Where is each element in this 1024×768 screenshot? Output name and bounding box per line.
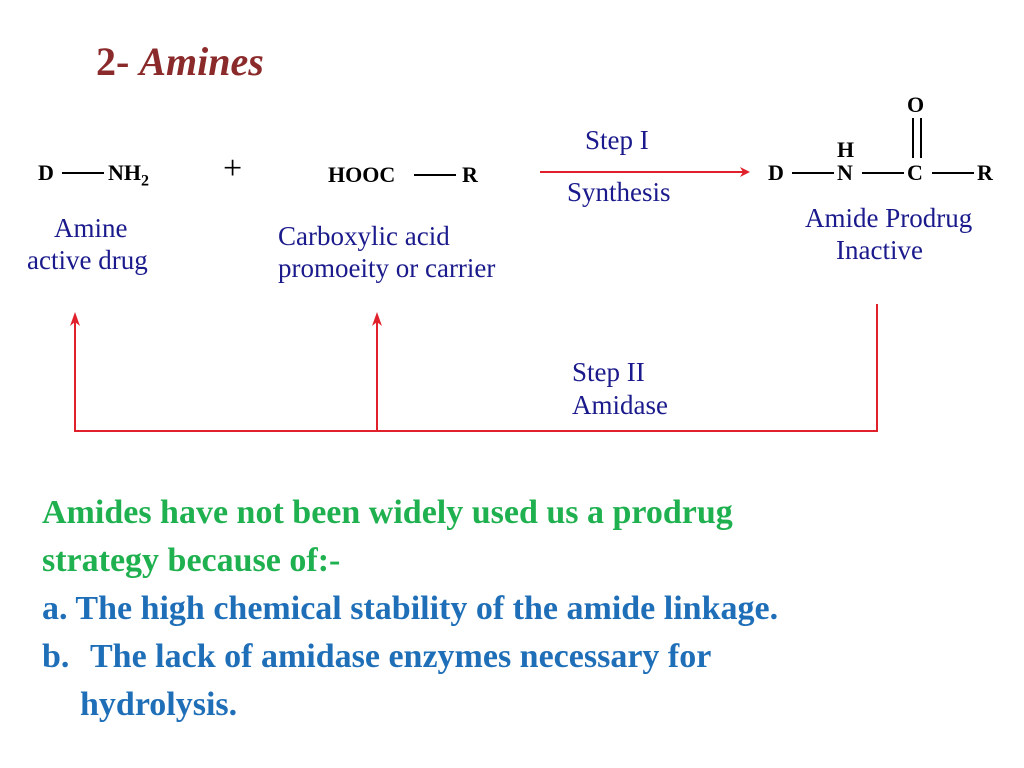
- acid-bond: [414, 174, 456, 176]
- acid-label-line2: promoeity or carrier: [278, 253, 496, 283]
- intro-line1: Amides have not been widely used us a pr…: [42, 494, 733, 531]
- amine-label-line1: Amine: [54, 213, 128, 243]
- list-item-b-text-line1: The lack of amidase enzymes necessary fo…: [90, 638, 712, 675]
- acid-label-line1: Carboxylic acid: [278, 221, 450, 251]
- amine-label-line2: active drug: [27, 245, 148, 275]
- list-item-a: a. The high chemical stability of the am…: [42, 585, 778, 633]
- amine-bond: [62, 172, 104, 174]
- amide-bond-dn: [792, 172, 834, 174]
- step2-label: Step II: [572, 357, 645, 387]
- acid-r: R: [462, 162, 478, 187]
- list-item-a-marker: a.: [42, 590, 68, 627]
- amide-label-line1: Amide Prodrug: [805, 203, 973, 233]
- step2-amidase-label: Amidase: [572, 390, 668, 420]
- amine-nh-text: NH: [108, 160, 141, 185]
- intro-line2: strategy because of:-: [42, 542, 341, 579]
- title-number: 2-: [96, 39, 130, 84]
- list-item-b-line2: hydrolysis.: [80, 686, 238, 723]
- plus-sign: +: [223, 150, 243, 187]
- amide-double-bond-right: [920, 118, 922, 158]
- amine-nh: NH2: [108, 162, 149, 189]
- slide-title: 2- Amines: [96, 38, 264, 85]
- title-text: Amines: [139, 39, 264, 84]
- amide-r: R: [977, 160, 993, 185]
- amine-return-arrowhead: [70, 312, 80, 326]
- list-item-b-marker: b.: [42, 638, 70, 675]
- step1-label: Step I: [585, 125, 649, 155]
- acid-return-arrowhead: [372, 312, 382, 326]
- amide-bond-cr: [932, 172, 974, 174]
- amide-c: C: [907, 160, 923, 185]
- amide-o: O: [907, 92, 925, 117]
- amide-bond-nc: [862, 172, 904, 174]
- amide-n: N: [837, 160, 853, 185]
- amidase-return-path: [74, 304, 878, 432]
- step1-synthesis-label: Synthesis: [567, 177, 671, 207]
- amide-h: H: [837, 137, 855, 162]
- amine-subscript: 2: [141, 172, 149, 190]
- list-item-b: b. The lack of amidase enzymes necessary …: [42, 633, 711, 681]
- amide-double-bond-left: [912, 118, 914, 158]
- list-item-a-text: The high chemical stability of the amide…: [75, 590, 779, 627]
- amine-d: D: [38, 160, 54, 185]
- acid-hooc: HOOC: [328, 162, 396, 187]
- amide-d: D: [768, 160, 784, 185]
- amide-label-line2: Inactive: [836, 235, 923, 265]
